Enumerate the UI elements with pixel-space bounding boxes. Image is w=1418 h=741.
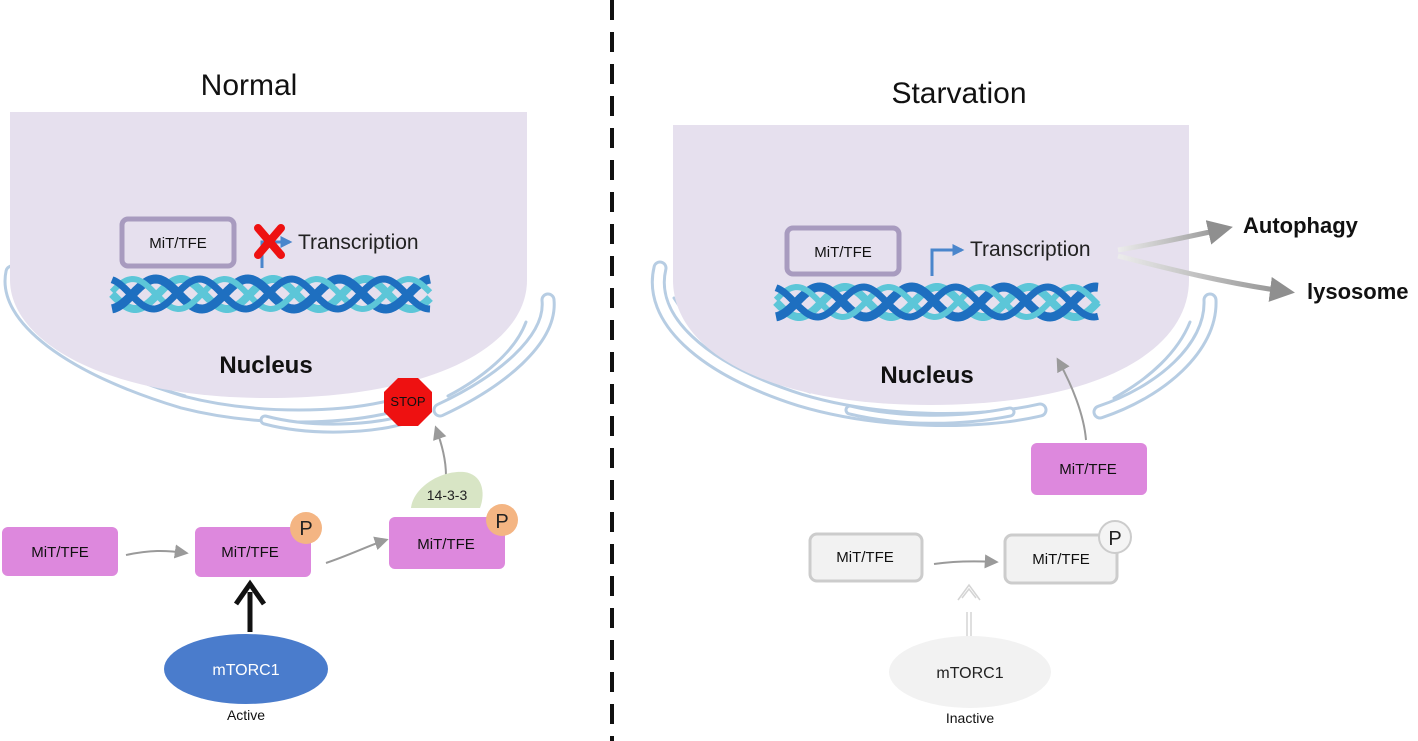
starvation-protein-mitfe-inactive-1-label: MiT/TFE	[836, 549, 894, 566]
normal-arrow-2-3	[325, 536, 389, 564]
normal-protein-mitfe-3	[389, 517, 505, 569]
normal-phospho-1-icon	[290, 512, 322, 544]
nuclear-import-arrow	[1056, 357, 1087, 441]
starvation-transcription-label: Transcription	[970, 238, 1091, 261]
starvation-dna-helix	[773, 282, 1101, 322]
normal-protein-mitfe-2-label: MiT/TFE	[221, 544, 279, 561]
normal-arrow-1-2	[125, 544, 189, 559]
dna-strand	[774, 283, 1099, 321]
normal-protein-mitfe-1-label: MiT/TFE	[31, 544, 89, 561]
starvation-arrow-1-2	[933, 554, 999, 569]
starvation-phospho-icon	[1098, 520, 1132, 554]
stop-sign-label: STOP	[390, 394, 425, 409]
normal-arrow-to-stop	[433, 425, 447, 477]
normal-protein-mitfe-2	[195, 527, 311, 577]
normal-phospho-2-icon	[486, 504, 518, 536]
starvation-panel: Starvation Nucleus MiT/TFE Transcription…	[650, 77, 1409, 726]
stop-sign-icon	[384, 378, 432, 426]
normal-gene-box-label: MiT/TFE	[149, 235, 207, 252]
starvation-protein-mitfe-inactive-2	[1003, 533, 1119, 585]
starvation-phospho-label: P	[1108, 528, 1121, 550]
mtorc1-state-inactive: Inactive	[946, 710, 994, 726]
normal-title: Normal	[201, 69, 298, 102]
normal-protein-mitfe-3-label: MiT/TFE	[417, 536, 475, 553]
starvation-er-membrane	[650, 260, 1218, 427]
output-autophagy: Autophagy	[1243, 213, 1359, 238]
normal-transcription-label: Transcription	[298, 231, 419, 254]
blocked-x-icon	[254, 224, 285, 259]
starvation-gene-box-label: MiT/TFE	[814, 244, 872, 261]
mtorc1-inactive-arrow	[957, 583, 981, 640]
arrow-to-autophagy	[1117, 220, 1233, 253]
normal-dna-helix	[109, 274, 433, 314]
starvation-protein-mitfe-inactive-1	[808, 532, 924, 583]
starvation-gene-box	[784, 225, 902, 277]
starvation-nucleus-label: Nucleus	[880, 362, 973, 389]
normal-nucleus-label: Nucleus	[219, 352, 312, 379]
starvation-protein-mitfe-active-label: MiT/TFE	[1059, 461, 1117, 478]
starvation-transcription-arrow	[930, 244, 965, 276]
starvation-title: Starvation	[891, 77, 1026, 110]
dna-strand	[775, 282, 1099, 322]
mtorc1-active-label: mTORC1	[212, 662, 279, 679]
normal-protein-mitfe-1	[2, 527, 118, 576]
mtorc1-state-active: Active	[227, 707, 265, 723]
normal-phospho-1-label: P	[299, 518, 312, 540]
starvation-protein-mitfe-inactive-2-label: MiT/TFE	[1032, 551, 1090, 568]
mtorc1-active	[164, 634, 328, 704]
normal-nucleus	[10, 112, 527, 398]
dna-strand	[110, 275, 431, 313]
normal-gene-box	[119, 216, 237, 269]
arrow-to-lysosome	[1117, 253, 1295, 302]
normal-transcription-arrow	[260, 236, 293, 268]
adapter-14-3-3-label: 14-3-3	[427, 487, 468, 503]
output-lysosome: lysosome	[1307, 279, 1409, 304]
normal-phospho-2-label: P	[495, 511, 508, 533]
normal-panel: Normal Nucleus MiT/TFE Transcription	[2, 69, 556, 723]
mtorc1-inactive-label: mTORC1	[936, 665, 1003, 682]
mtorc1-activation-arrowhead	[233, 579, 267, 606]
starvation-protein-mitfe-active	[1031, 443, 1147, 495]
mtorc1-inactive	[889, 636, 1051, 708]
adapter-14-3-3-icon	[411, 471, 483, 508]
